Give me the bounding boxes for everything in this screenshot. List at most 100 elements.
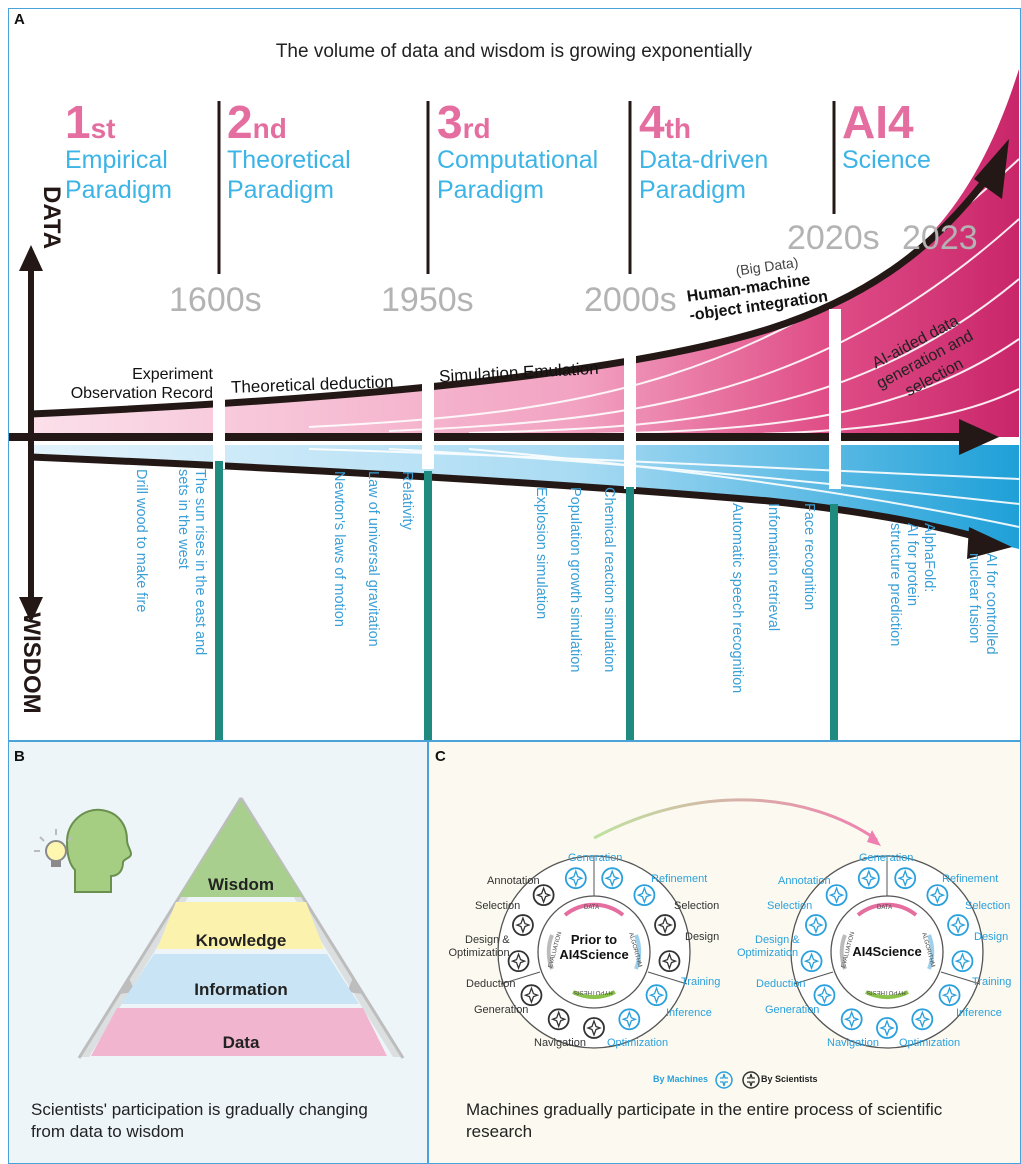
ring-label: Refinement [651, 873, 708, 885]
machine-icon [876, 1017, 898, 1039]
paradigm-1: 1st Empirical Paradigm [65, 99, 172, 205]
scientist-icon [658, 950, 681, 973]
machine-icon [645, 984, 668, 1007]
ring-center-ai4science: AI4Science [852, 944, 922, 959]
paradigm-number: 3 [437, 96, 463, 148]
ring-label: Generation [859, 852, 914, 864]
example-text: AI for protein [904, 523, 920, 607]
year-label: 1950s [381, 281, 474, 319]
example-label: AI for controlled nuclear fusion [965, 553, 999, 655]
pyramid-information [121, 954, 359, 1004]
pyramid-label: Wisdom [208, 875, 274, 894]
paradigm-title: Science [842, 146, 931, 174]
timeline-graphic [9, 69, 1020, 740]
caption-text: Scientists' participation is gradually c… [31, 1100, 368, 1119]
paradigm-title: Computational [437, 146, 599, 174]
example-label: Relativity [399, 471, 415, 530]
paradigm-title: Data-driven [639, 146, 769, 174]
ring-label: Selection [965, 900, 1011, 912]
example-label: Chemical reaction simulation [601, 487, 617, 673]
example-label: The sun rises in the east and sets in th… [174, 469, 208, 655]
machine-icon [894, 867, 917, 890]
axis-wisdom-label: WISDOM [18, 612, 45, 714]
ring-label: Optimization [899, 1037, 961, 1049]
paradigm-4: 4th Data-driven Paradigm [639, 99, 768, 205]
panel-label: C [435, 748, 446, 765]
ring-label-text: Optimization [737, 947, 799, 959]
ring-label: Deduction [756, 978, 806, 990]
paradigm-number: 4 [639, 96, 665, 148]
ring-label: Navigation [827, 1037, 879, 1049]
pyramid-wisdom [179, 800, 303, 897]
stage-text: Experiment [132, 366, 213, 383]
machine-icon [813, 984, 836, 1007]
paradigm-title: Empirical [65, 146, 168, 174]
scientist-icon [583, 1017, 605, 1039]
ring-center-prior: Prior to AI4Science [554, 932, 634, 962]
machine-icon [840, 1008, 863, 1031]
ring-label: Refinement [942, 873, 999, 885]
machine-icon [938, 984, 961, 1007]
machine-icon [947, 914, 969, 936]
ring-label: Design [974, 931, 1009, 943]
panel-b: B Wisdom Knowledge Information Data [8, 741, 428, 1164]
ring-label: Selection [767, 900, 813, 912]
paradigm-3: 3rd Computational Paradigm [437, 99, 598, 205]
machine-icon [857, 867, 880, 890]
legend-machine-icon [715, 1071, 733, 1089]
ring-label: Selection [475, 900, 521, 912]
pyramid-label: Information [194, 980, 288, 999]
stage-text: Observation Record [70, 385, 213, 402]
scientist-icon [520, 984, 543, 1007]
example-label: Drill wood to make fire [133, 469, 149, 613]
machine-icon [926, 884, 949, 907]
ring-label: Training [972, 976, 1012, 988]
example-text: structure prediction [887, 523, 903, 647]
paradigm-suffix: th [664, 113, 692, 144]
caption-text: from data to wisdom [31, 1122, 185, 1141]
panel-a: A The volume of data and wisdom is growi… [8, 8, 1021, 741]
ring-label: Design & Optimization [447, 934, 510, 960]
pyramid-label: Data [222, 1033, 260, 1052]
ring-label: Selection [674, 900, 720, 912]
machine-icon [825, 884, 848, 907]
ring-label: Design & Optimization [737, 934, 800, 960]
ring-label: Generation [474, 1004, 529, 1016]
machine-icon [618, 1008, 641, 1031]
wisdom-axis-arrow [19, 597, 43, 623]
scientist-icon [507, 950, 530, 973]
paradigm-suffix: nd [252, 113, 287, 144]
ring-center-text: AI4Science [559, 947, 629, 962]
data-curve-arrow [974, 139, 1009, 199]
pyramid-data [91, 1008, 387, 1056]
paradigm-subtitle: Paradigm [639, 176, 746, 204]
example-label: Automatic speech recognition [729, 503, 745, 694]
ring-label: Design [685, 931, 720, 943]
scientist-icon [512, 914, 534, 936]
scientist-icon [654, 914, 676, 936]
headline: The volume of data and wisdom is growing… [275, 41, 753, 62]
wisdom-growth-area [31, 445, 1019, 549]
ring-label: Annotation [487, 875, 540, 887]
year-label: 1600s [169, 281, 262, 319]
paradigm-2: 2nd Theoretical Paradigm [227, 99, 351, 205]
paradigm-subtitle: Paradigm [437, 176, 544, 204]
panel-label: A [14, 11, 25, 28]
pyramid-knowledge [157, 902, 324, 949]
inner-ring-label: DATA [877, 905, 893, 911]
ring-center-text: Prior to [570, 932, 618, 947]
panel-label: B [14, 748, 25, 765]
example-text: AI for controlled [983, 553, 999, 655]
machine-icon [951, 950, 974, 973]
caption-text: Machines gradually participate in the en… [466, 1100, 943, 1119]
legend-scientists: By Scientists [761, 1074, 818, 1084]
example-label: Explosion simulation [533, 487, 549, 620]
ring-label: Training [681, 976, 721, 988]
ring-label-text: Design & [465, 934, 510, 946]
transition-arrow [593, 798, 878, 842]
example-label: AlphaFold: AI for protein structure pred… [886, 523, 937, 646]
inner-ring-label: HYPOTHESIS [574, 989, 613, 995]
example-label: Information retrieval [765, 503, 781, 632]
example-label: Newton's laws of motion [331, 471, 347, 627]
paradigm-number: 2 [227, 96, 253, 148]
